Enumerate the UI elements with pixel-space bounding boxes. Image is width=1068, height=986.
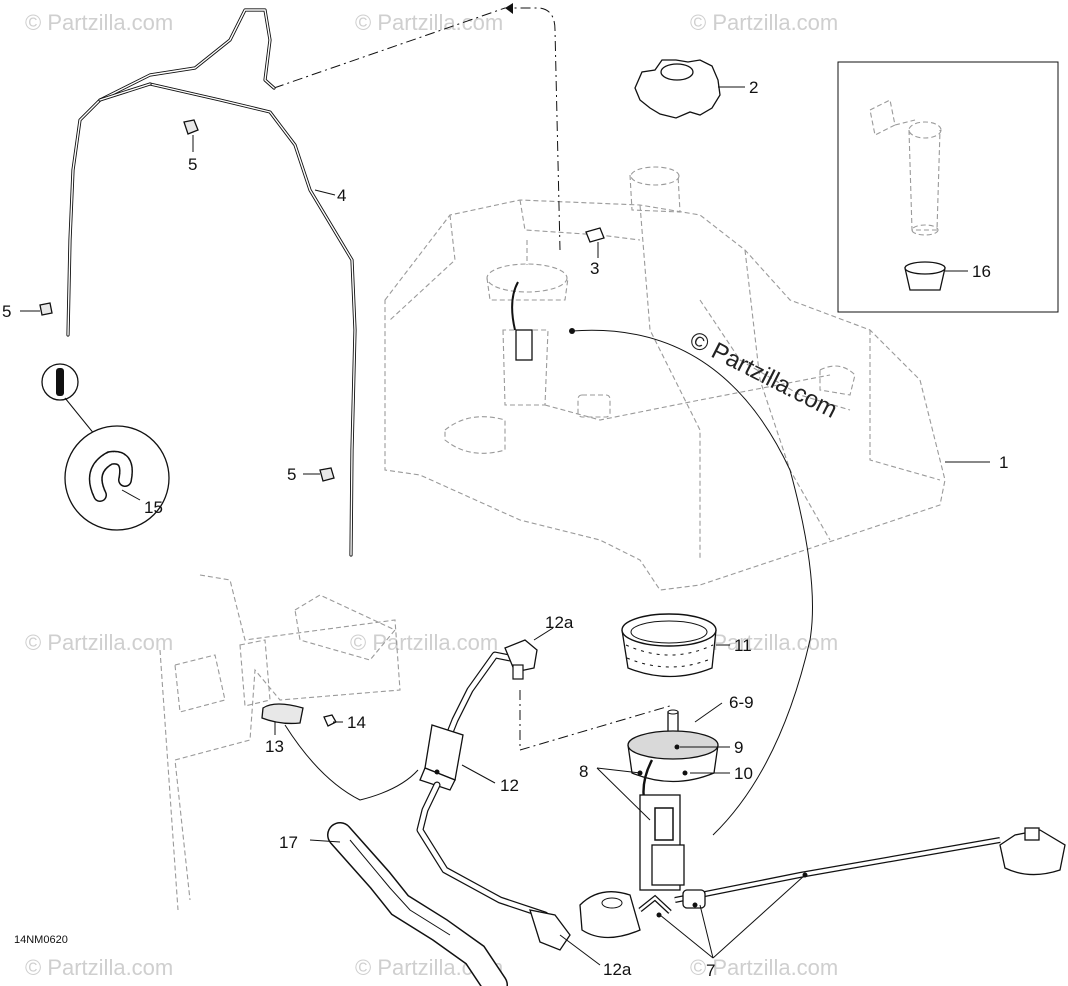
watermark: © Partzilla.com <box>25 10 173 35</box>
callout-labels: 1 2 3 4 5 5 5 6-9 7 8 9 10 11 12 12a 12a… <box>2 78 1008 980</box>
callout-13: 13 <box>265 737 284 756</box>
fuel-pump-assembly <box>579 709 1066 939</box>
hose-clamp-and-nut <box>261 703 419 801</box>
fuel-filter-and-hose <box>416 639 571 951</box>
callout-10: 10 <box>734 764 753 783</box>
callout-leaders <box>20 86 990 966</box>
partzilla-watermark-label: © Partzilla.com <box>685 326 841 423</box>
hose-sleeve-detail <box>41 363 170 531</box>
inset-detail-box <box>837 61 1059 313</box>
callout-1: 1 <box>999 453 1008 472</box>
callout-5: 5 <box>2 302 11 321</box>
callout-9: 9 <box>734 738 743 757</box>
watermark: © Partzilla.com <box>690 955 838 980</box>
callout-8: 8 <box>579 762 588 781</box>
callout-5: 5 <box>287 465 296 484</box>
callout-4: 4 <box>337 186 346 205</box>
watermark: © Partzilla.com <box>25 630 173 655</box>
diagram-code: 14NM0620 <box>14 934 68 946</box>
callout-16: 16 <box>972 262 991 281</box>
callout-3: 3 <box>590 259 599 278</box>
watermark: © Partzilla.com <box>690 10 838 35</box>
callout-7: 7 <box>706 961 715 980</box>
callout-6-9: 6-9 <box>729 693 754 712</box>
watermark-layer: © Partzilla.com © Partzilla.com © Partzi… <box>25 10 838 980</box>
watermark: © Partzilla.com <box>355 10 503 35</box>
watermark: © Partzilla.com <box>25 955 173 980</box>
callout-5: 5 <box>188 155 197 174</box>
fuel-cap <box>634 59 721 119</box>
hose-clips <box>39 119 335 482</box>
callout-12a: 12a <box>545 613 574 632</box>
locking-ring <box>621 613 717 678</box>
callout-12a: 12a <box>603 960 632 979</box>
hose-17 <box>327 822 508 986</box>
callout-2: 2 <box>749 78 758 97</box>
callout-11: 11 <box>734 636 752 655</box>
callout-12: 12 <box>500 776 519 795</box>
routing-guide <box>273 3 813 836</box>
vent-fitting <box>585 227 605 243</box>
watermark: © Partzilla.com <box>350 630 498 655</box>
callout-17: 17 <box>279 833 298 852</box>
callout-15: 15 <box>144 498 163 517</box>
frame-bracket <box>159 574 401 911</box>
fuel-tank <box>384 166 946 591</box>
callout-14: 14 <box>347 713 366 732</box>
vent-hose <box>66 8 357 557</box>
